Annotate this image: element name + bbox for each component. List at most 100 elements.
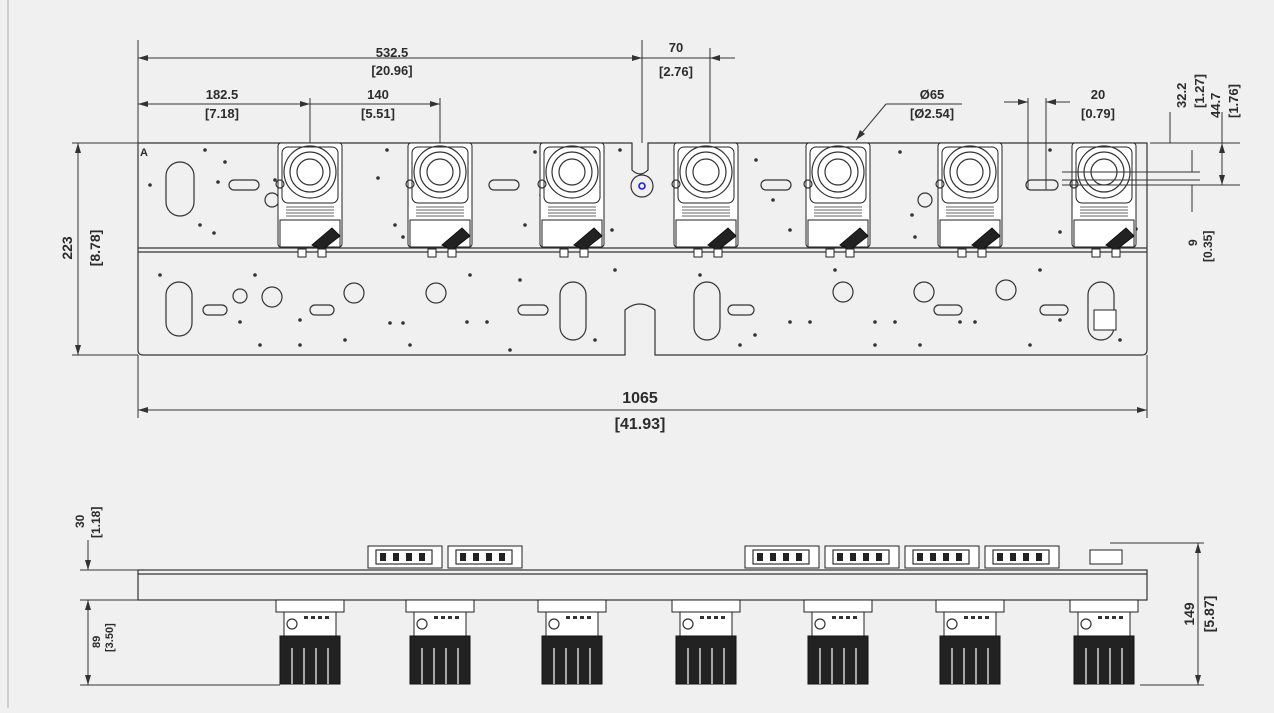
mount-hole bbox=[1058, 230, 1062, 234]
dim-a-in: [1.27] bbox=[1192, 74, 1207, 108]
highlight-dot bbox=[638, 182, 646, 190]
dim-center-mm: 532.5 bbox=[376, 45, 409, 60]
highlight-ring bbox=[630, 174, 654, 198]
dim-slot-in: [2.76] bbox=[659, 64, 693, 79]
mount-hole bbox=[212, 231, 216, 235]
dim-total-mm: 149 bbox=[1181, 602, 1197, 626]
mount-hole bbox=[918, 343, 922, 347]
dim-clearance-in: [1.18] bbox=[89, 507, 103, 538]
mount-hole bbox=[973, 320, 977, 324]
mount-hole bbox=[216, 180, 220, 184]
dim-first-mm: 182.5 bbox=[206, 87, 239, 102]
dim-center-in: [20.96] bbox=[371, 63, 412, 78]
dim-gap-mm: 20 bbox=[1091, 87, 1105, 102]
camera-unit bbox=[275, 142, 343, 258]
slot-small bbox=[1025, 179, 1059, 191]
camera-side bbox=[1069, 599, 1139, 685]
mount-hole bbox=[468, 273, 472, 277]
hole bbox=[995, 279, 1017, 301]
camera-units-top bbox=[275, 142, 1137, 258]
camera-unit bbox=[803, 142, 871, 258]
mount-hole bbox=[913, 235, 917, 239]
mount-hole bbox=[618, 148, 622, 152]
mount-hole bbox=[401, 235, 405, 239]
dim-first-in: [7.18] bbox=[205, 106, 239, 121]
slot-lower bbox=[165, 281, 193, 337]
mount-hole bbox=[343, 338, 347, 342]
connector-side bbox=[744, 545, 820, 569]
slot-lower bbox=[693, 281, 721, 341]
camera-side bbox=[537, 599, 607, 685]
slot-small-lower bbox=[202, 304, 228, 316]
slot-upper-left bbox=[165, 161, 195, 217]
mount-hole bbox=[198, 223, 202, 227]
mounting-plate-top-view bbox=[137, 142, 1148, 356]
dim-height-mm: 223 bbox=[59, 236, 75, 260]
camera-unit bbox=[935, 142, 1003, 258]
slot-small-lower bbox=[1039, 304, 1069, 316]
dim-b-in: [1.76] bbox=[1226, 84, 1241, 118]
mount-hole bbox=[148, 183, 152, 187]
dim-diameter-mm: Ø65 bbox=[920, 87, 945, 102]
slot-small-lower bbox=[309, 304, 335, 316]
camera-unit bbox=[1069, 142, 1137, 258]
dim-c-mm: 9 bbox=[1186, 239, 1200, 246]
mount-hole bbox=[910, 213, 914, 217]
hole bbox=[264, 192, 280, 208]
dim-depth-in: [3.50] bbox=[104, 623, 116, 652]
hole bbox=[343, 282, 365, 304]
mount-hole bbox=[508, 348, 512, 352]
dim-slot-mm: 70 bbox=[669, 40, 683, 55]
hole bbox=[425, 282, 447, 304]
mount-hole bbox=[465, 320, 469, 324]
camera-units-side bbox=[275, 545, 1139, 685]
mount-hole bbox=[788, 320, 792, 324]
dim-pitch-mm: 140 bbox=[367, 87, 389, 102]
cable-plug bbox=[1089, 549, 1123, 565]
mount-hole bbox=[223, 160, 227, 164]
mount-hole bbox=[738, 343, 742, 347]
slot-small bbox=[488, 179, 520, 191]
dim-a-mm: 32.2 bbox=[1174, 83, 1189, 108]
mount-hole bbox=[613, 268, 617, 272]
mount-hole bbox=[376, 176, 380, 180]
dim-clearance-mm: 30 bbox=[73, 514, 87, 528]
dim-c-in: [0.35] bbox=[1201, 231, 1215, 262]
connector-side bbox=[824, 545, 900, 569]
mount-hole bbox=[753, 333, 757, 337]
mounting-dots bbox=[148, 148, 1138, 352]
mount-hole bbox=[610, 228, 614, 232]
mount-hole bbox=[273, 178, 277, 182]
camera-side bbox=[405, 599, 475, 685]
camera-unit bbox=[671, 142, 739, 258]
mount-hole bbox=[523, 223, 527, 227]
slot-small-lower bbox=[517, 304, 549, 316]
mount-hole bbox=[385, 148, 389, 152]
slot-small-lower bbox=[727, 304, 755, 316]
mount-hole bbox=[238, 320, 242, 324]
connector-side bbox=[447, 545, 523, 569]
mount-hole bbox=[788, 228, 792, 232]
mount-hole bbox=[408, 343, 412, 347]
mount-hole bbox=[833, 268, 837, 272]
dim-diameter-in: [Ø2.54] bbox=[910, 106, 954, 121]
mount-hole bbox=[1058, 318, 1062, 322]
mount-hole bbox=[771, 198, 775, 202]
hole bbox=[913, 281, 935, 303]
dim-height-in: [8.78] bbox=[87, 230, 103, 267]
mount-hole bbox=[253, 273, 257, 277]
plate-side bbox=[137, 569, 1148, 601]
mount-hole bbox=[485, 320, 489, 324]
mount-hole bbox=[808, 320, 812, 324]
dim-depth-mm: 89 bbox=[91, 636, 103, 648]
side-view: 30 [1.18] 89 [3.50] 149 [5.87] bbox=[73, 507, 1217, 686]
dim-length-mm: 1065 bbox=[622, 390, 658, 407]
mount-hole bbox=[898, 150, 902, 154]
dim-gap-in: [0.79] bbox=[1081, 106, 1115, 121]
mount-hole bbox=[393, 223, 397, 227]
camera-side bbox=[803, 599, 873, 685]
mount-hole bbox=[1048, 148, 1052, 152]
mount-hole bbox=[258, 343, 262, 347]
mount-hole bbox=[1038, 268, 1042, 272]
slot-lower bbox=[559, 281, 587, 341]
